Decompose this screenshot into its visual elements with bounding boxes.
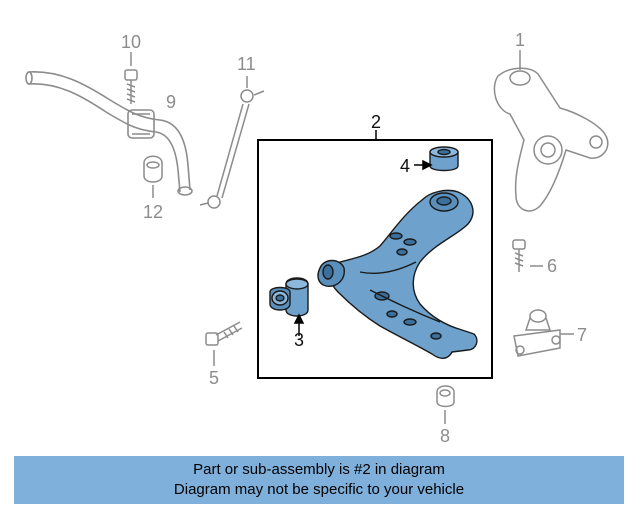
callout-2: 2 xyxy=(371,112,381,132)
callout-3: 3 xyxy=(294,330,304,350)
callout-7: 7 xyxy=(577,325,587,345)
callout-10: 10 xyxy=(121,32,141,52)
bolt-6[interactable] xyxy=(512,239,543,272)
ball-joint-7[interactable] xyxy=(513,309,574,357)
bolt-5[interactable] xyxy=(205,321,243,366)
bushing-3[interactable] xyxy=(269,277,309,317)
parts-diagram: 1 2 3 4 5 6 7 8 9 10 11 12 xyxy=(25,30,609,446)
callout-1: 1 xyxy=(515,30,525,50)
control-arm-2[interactable] xyxy=(317,189,478,359)
assembly-2-frame xyxy=(257,139,493,379)
callout-5: 5 xyxy=(209,368,219,388)
stabilizer-bushing-12[interactable] xyxy=(143,155,163,198)
stabilizer-link-11[interactable] xyxy=(199,76,265,209)
callout-8: 8 xyxy=(440,426,450,446)
nut-8[interactable] xyxy=(436,385,455,424)
callout-4-arrow xyxy=(414,159,433,171)
callout-9: 9 xyxy=(166,92,176,112)
callout-11: 11 xyxy=(237,54,256,74)
callout-4: 4 xyxy=(400,156,410,176)
footer-note: Part or sub-assembly is #2 in diagram Di… xyxy=(14,456,624,504)
footer-line-1: Part or sub-assembly is #2 in diagram xyxy=(193,461,445,478)
callout-3-arrow xyxy=(293,313,305,336)
bolt-10[interactable] xyxy=(124,52,138,104)
steering-knuckle-1[interactable] xyxy=(493,50,609,212)
callout-12: 12 xyxy=(143,202,163,222)
footer-line-2: Diagram may not be specific to your vehi… xyxy=(173,481,465,498)
bushing-4[interactable] xyxy=(429,146,459,172)
stabilizer-bar[interactable] xyxy=(25,71,193,196)
callout-6: 6 xyxy=(547,256,557,276)
